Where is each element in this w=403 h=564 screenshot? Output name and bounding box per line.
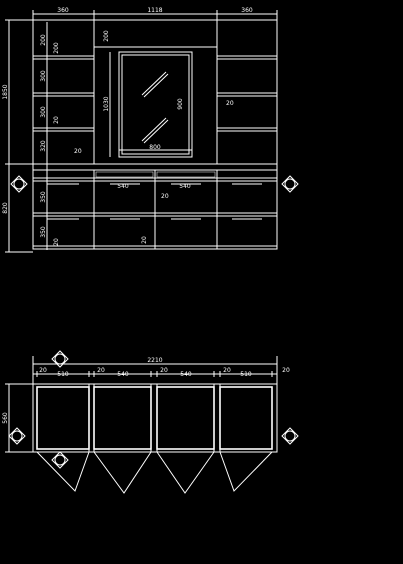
dim-seg-2: 510 (57, 371, 69, 378)
plan-segment-ticks (36, 371, 273, 377)
dim-shelf-1: 200 (40, 34, 47, 46)
shelf-dimensions: 200 300 300 320 200 20 350 350 20 (40, 22, 60, 250)
plan-cabinet-2 (93, 386, 152, 450)
top-dimension: 360 1118 360 (32, 7, 278, 20)
dim-plan-total: 2210 (147, 357, 162, 364)
door-swings (36, 451, 273, 494)
dim-seg-9: 20 (282, 367, 290, 374)
dim-mirror-top-gap: 200 (103, 30, 110, 42)
dim-top-left: 360 (57, 7, 69, 14)
front-elevation: 360 1118 360 1850 820 200 300 300 320 20… (2, 7, 299, 253)
dim-counter-20: 20 (161, 193, 169, 200)
dim-mirror-inner-height: 900 (177, 98, 184, 110)
plan-cabinet-4 (219, 386, 273, 450)
dim-seg-1: 20 (39, 367, 47, 374)
dim-top-right: 360 (241, 7, 253, 14)
dim-height-lower: 820 (2, 202, 9, 214)
dim-shelf-2: 300 (40, 70, 47, 82)
dim-shelf-4: 320 (40, 140, 47, 152)
dim-height-total: 1850 (2, 84, 9, 99)
dim-shelf-3: 300 (40, 106, 47, 118)
dim-plinth-2: 350 (40, 226, 47, 238)
dim-shelf-6: 20 (53, 116, 60, 124)
drawer-handles (47, 183, 262, 220)
dim-mirror-width: 800 (149, 144, 161, 151)
plan-cabinet-1 (36, 386, 90, 450)
dim-shelf-5: 200 (53, 42, 60, 54)
dim-plinth-1: 350 (40, 191, 47, 203)
dim-plan-depth: 560 (2, 412, 9, 424)
dim-seg-5: 20 (160, 367, 168, 374)
dim-bottom-20: 20 (141, 236, 148, 244)
dim-seg-7: 20 (223, 367, 231, 374)
dim-right-20: 20 (226, 100, 234, 107)
left-height-dimensions: 1850 820 (2, 19, 33, 253)
dim-seg-4: 540 (117, 371, 129, 378)
mirror-dimensions: 1030 900 200 800 20 20 20 (74, 30, 234, 200)
dim-seg-8: 510 (240, 371, 252, 378)
drawer-dimensions: 540 540 20 (117, 183, 191, 244)
dim-plinth-3: 20 (53, 238, 60, 246)
plan-markers (8, 350, 299, 469)
dim-seg-6: 540 (180, 371, 192, 378)
dim-top-center: 1118 (147, 7, 162, 14)
plan-cabinet-3 (156, 386, 215, 450)
dim-mirror-height: 1030 (103, 96, 110, 111)
section-markers (10, 175, 299, 193)
plan-view: 2210 20 510 20 540 20 540 20 510 20 560 (2, 350, 299, 494)
right-shelves (217, 55, 277, 132)
dim-drawer-2: 540 (179, 183, 191, 190)
dim-left-20: 20 (74, 148, 82, 155)
dim-drawer-1: 540 (117, 183, 129, 190)
left-shelves (33, 55, 94, 132)
dim-seg-3: 20 (97, 367, 105, 374)
mirror (118, 51, 193, 158)
